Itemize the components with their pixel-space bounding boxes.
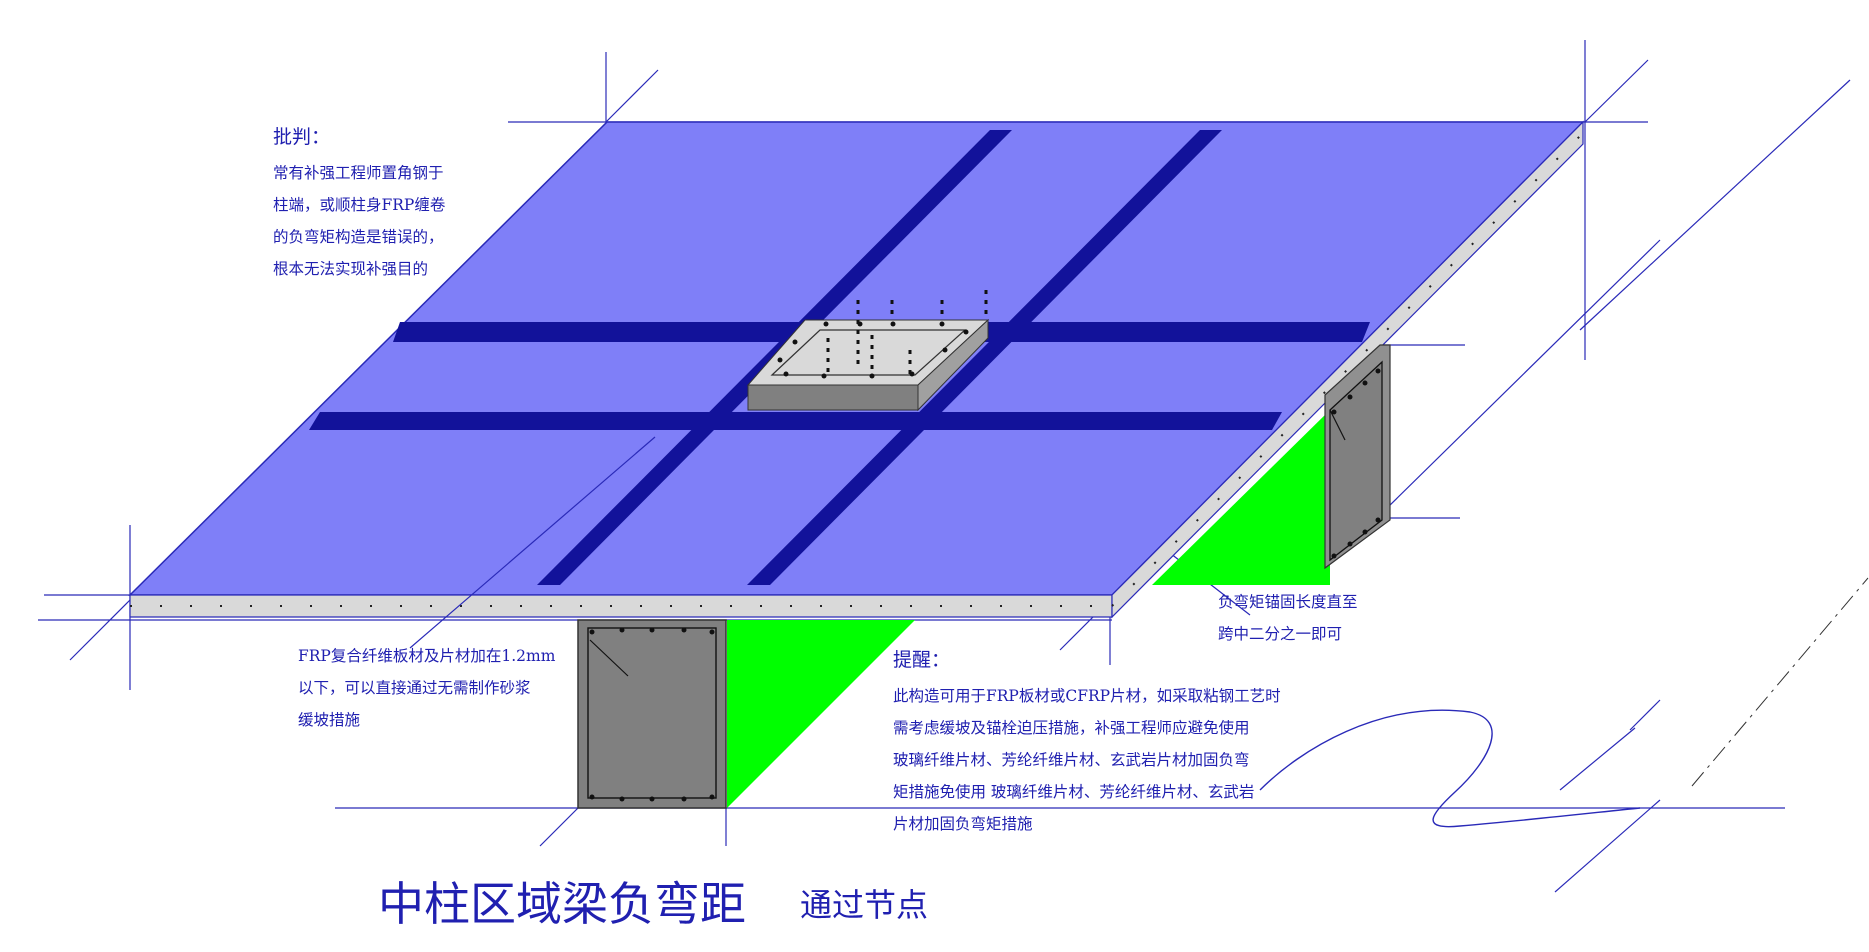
slab-front-edge	[129, 594, 1113, 618]
reminder-line: 矩措施免使用 玻璃纤维片材、芳纶纤维片材、玄武岩	[893, 783, 1255, 801]
diagram-subtitle: 通过节点	[800, 886, 929, 924]
frp-note-line: 以下，可以直接通过无需制作砂浆	[298, 679, 531, 697]
critique-heading: 批判：	[273, 126, 331, 148]
reminder-line: 此构造可用于FRP板材或CFRP片材，如采取粘钢工艺时	[893, 687, 1281, 705]
critique-line: 的负弯矩构造是错误的，	[273, 228, 444, 246]
frp-note: FRP复合纤维板材及片材加在1.2mm 以下，可以直接通过无需制作砂浆 缓坡措施	[298, 640, 555, 736]
anchor-note-line: 跨中二分之一即可	[1218, 625, 1343, 643]
center-column	[746, 318, 990, 412]
reminder-line: 需考虑缓坡及锚栓迫压措施，补强工程师应避免使用	[893, 719, 1250, 737]
dashed-centerline	[1691, 577, 1869, 787]
critique-line: 柱端，或顺柱身FRP缠卷	[273, 196, 446, 214]
critique-note: 批判： 常有补强工程师置角钢于 柱端，或顺柱身FRP缠卷 的负弯矩构造是错误的，…	[273, 122, 445, 285]
frp-note-line: FRP复合纤维板材及片材加在1.2mm	[298, 647, 556, 665]
anchor-note-line: 负弯矩锚固长度直至	[1218, 593, 1358, 611]
right-beam-rebars	[1331, 368, 1381, 559]
critique-line: 根本无法实现补强目的	[273, 260, 429, 278]
reminder-note: 提醒： 此构造可用于FRP板材或CFRP片材，如采取粘钢工艺时 需考虑缓坡及锚栓…	[893, 645, 1281, 840]
frp-note-line: 缓坡措施	[298, 711, 361, 729]
critique-line: 常有补强工程师置角钢于	[273, 164, 444, 182]
anchor-note: 负弯矩锚固长度直至 跨中二分之一即可	[1218, 586, 1358, 650]
column-rebar-dashes	[826, 290, 988, 376]
right-beam	[1152, 344, 1391, 585]
reminder-line: 片材加固负弯矩措施	[893, 815, 1033, 833]
break-line	[1259, 709, 1641, 828]
column-rebars	[777, 321, 969, 379]
diagram-title: 中柱区域梁负弯距	[378, 877, 746, 931]
front-beam-rebars	[589, 627, 715, 802]
reminder-heading: 提醒：	[893, 649, 951, 671]
reminder-line: 玻璃纤维片材、芳纶纤维片材、玄武岩片材加固负弯	[893, 751, 1250, 769]
slab-right-edge	[1111, 120, 1584, 619]
front-beam	[577, 619, 915, 809]
leader-lines	[409, 436, 656, 649]
